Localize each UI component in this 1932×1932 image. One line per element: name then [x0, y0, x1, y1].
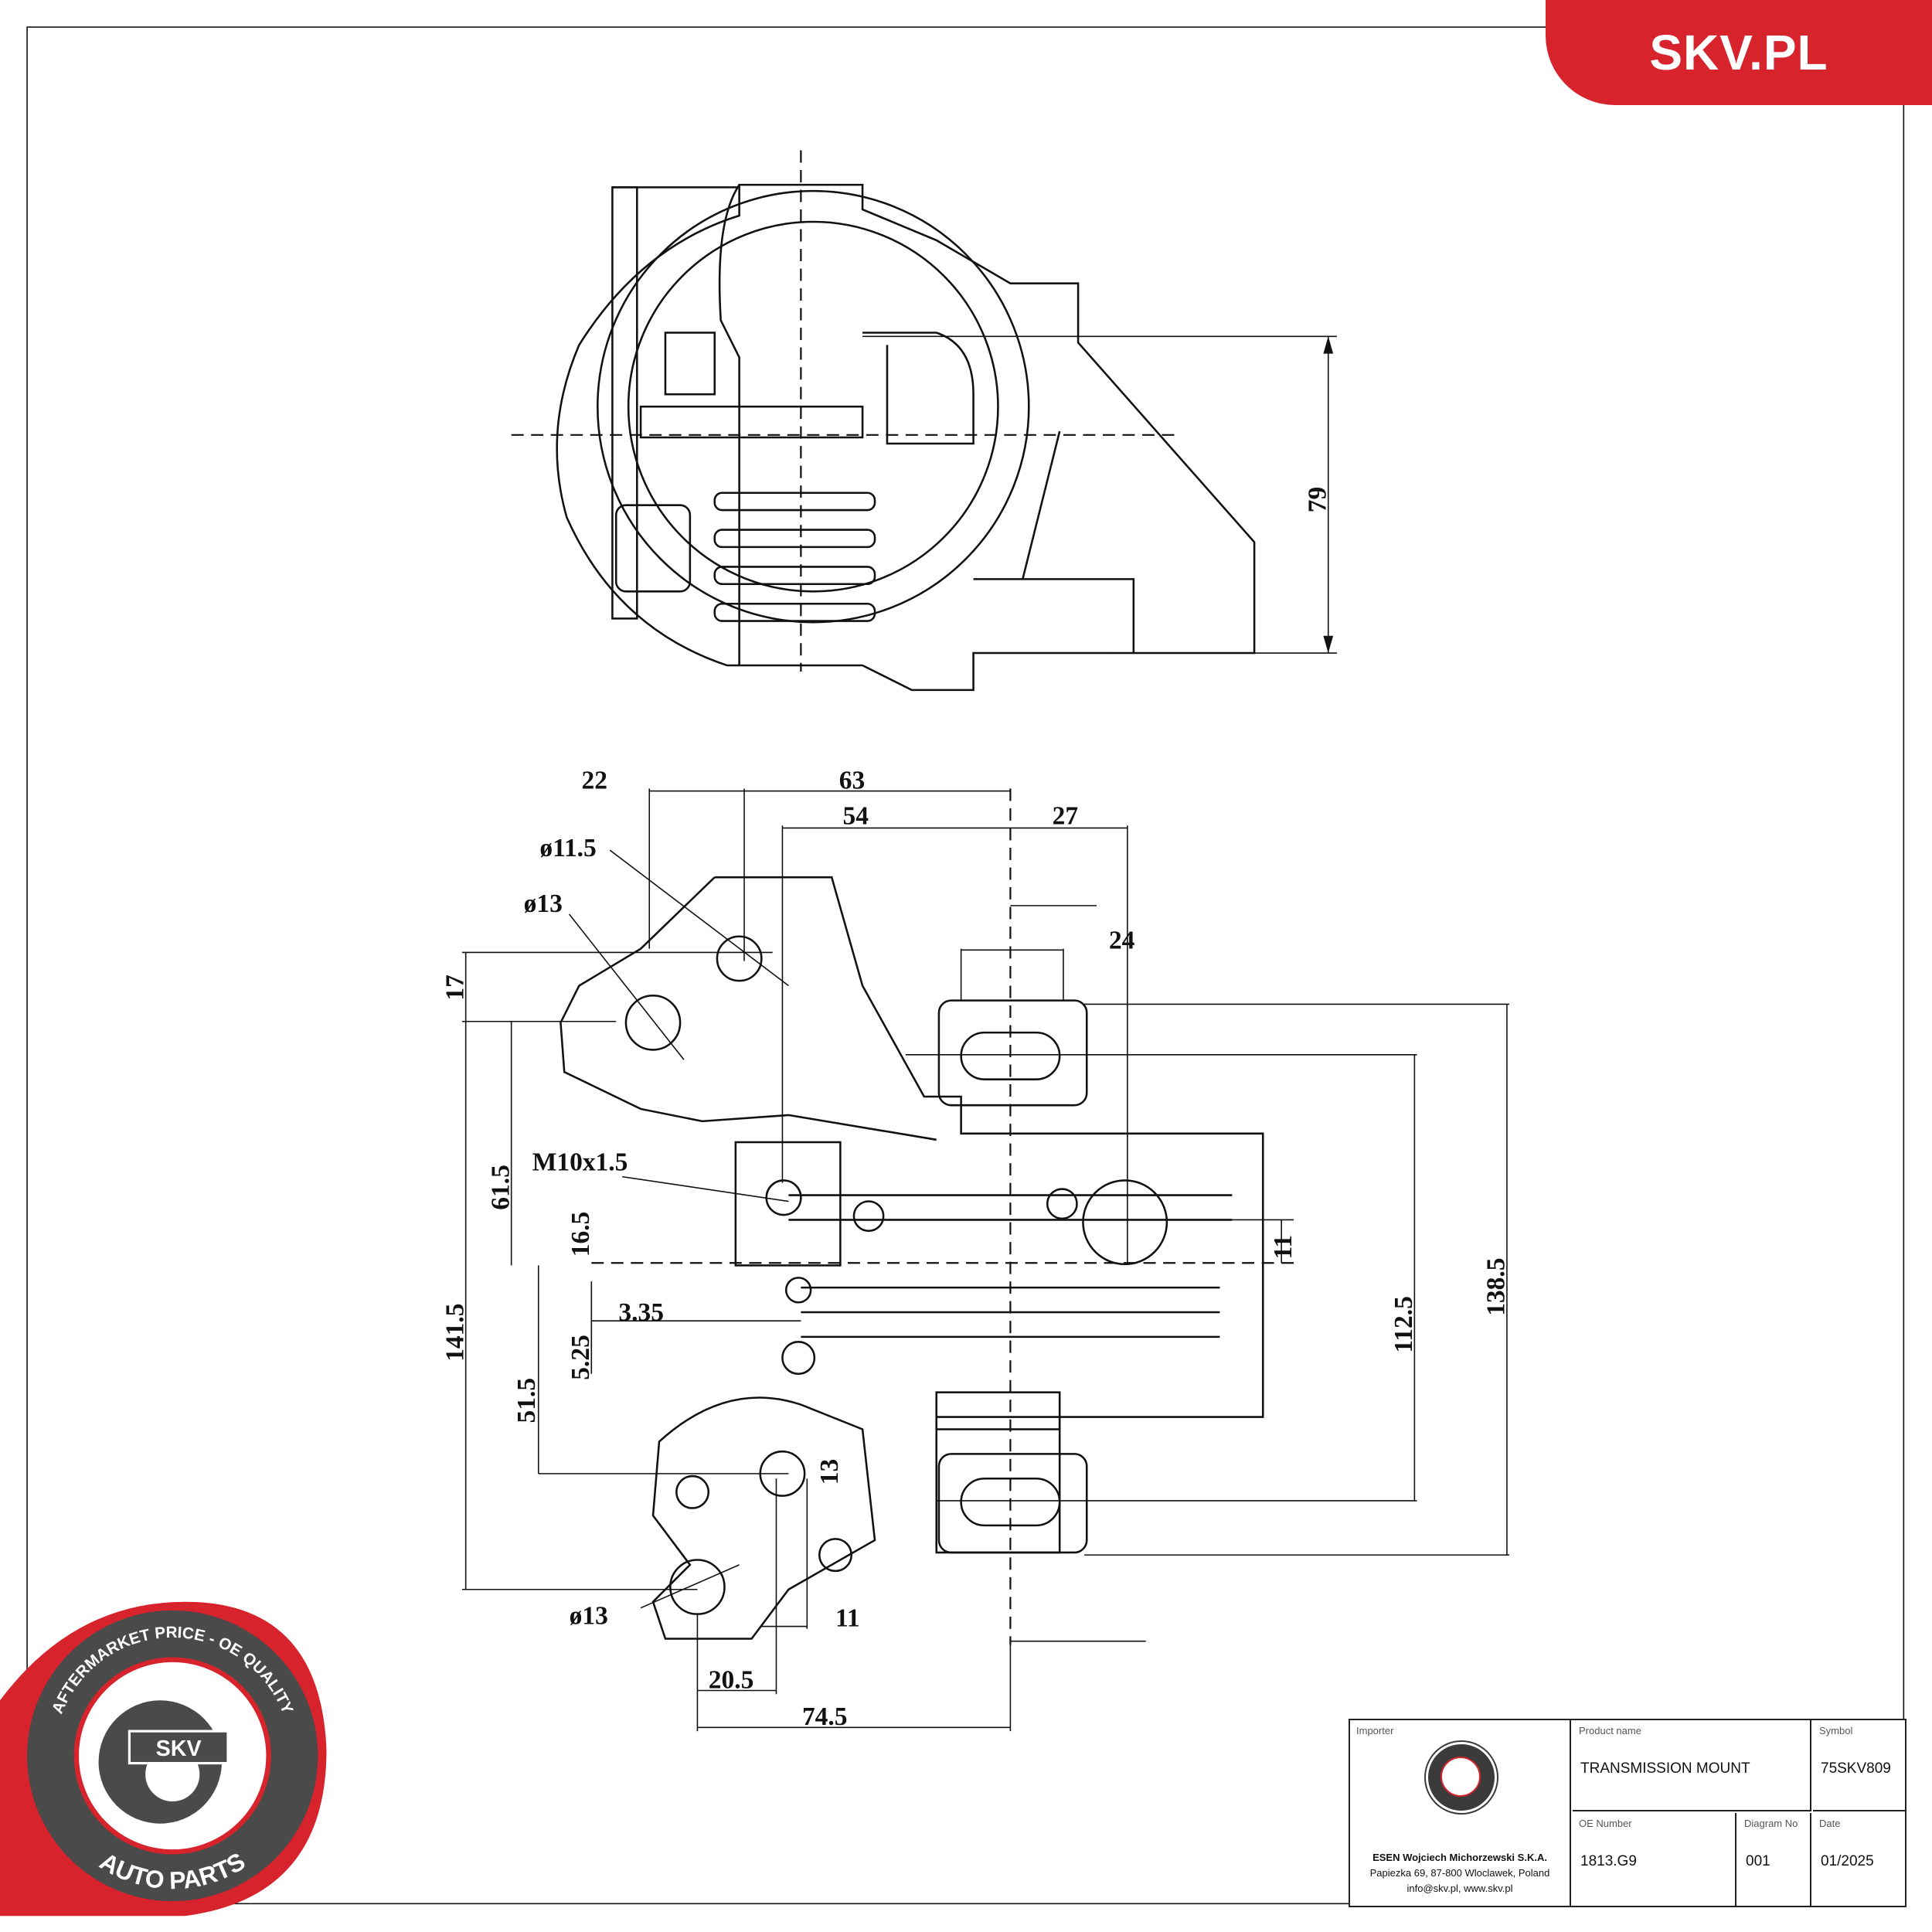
diagram-no-label: Diagram No [1744, 1818, 1798, 1829]
dim-11-right: 11 [1269, 1235, 1298, 1260]
diagram-no-cell: Diagram No 001 [1738, 1813, 1811, 1906]
top-view [511, 150, 1337, 692]
importer-contact: info@skv.pl, www.skv.pl [1406, 1883, 1513, 1894]
dim-22: 22 [582, 766, 607, 794]
dim-thread: M10x1.5 [532, 1148, 628, 1177]
dim-63: 63 [839, 766, 865, 794]
badge-center-text: SKV [156, 1736, 202, 1761]
symbol-label: Symbol [1819, 1725, 1853, 1736]
title-block: Importer ESEN Wojciech Michorzewski S.K.… [1349, 1719, 1906, 1907]
dim-54: 54 [843, 802, 869, 831]
product-name-label: Product name [1579, 1725, 1641, 1736]
dim-17: 17 [440, 975, 469, 1000]
dim-hole-13-bottom: ø13 [570, 1601, 608, 1630]
dim-hole-11-5: ø11.5 [539, 834, 596, 862]
sheet-frame [26, 26, 1905, 1905]
dim-hole-13-top: ø13 [524, 889, 563, 918]
front-view [461, 788, 1510, 1732]
skv-badge-logo: SKV AFTERMARKET PRICE - OE QUALITY AUTO … [0, 1601, 327, 1917]
date-label: Date [1819, 1818, 1841, 1829]
dim-51-5: 51.5 [512, 1378, 541, 1423]
date-cell: Date 01/2025 [1813, 1813, 1905, 1906]
importer-cell: Importer ESEN Wojciech Michorzewski S.K.… [1350, 1720, 1571, 1906]
dim-16-5: 16.5 [566, 1212, 595, 1257]
dim-5-25: 5.25 [566, 1335, 595, 1380]
dim-138-5: 138.5 [1482, 1257, 1511, 1315]
dim-24: 24 [1109, 927, 1135, 955]
dim-74-5: 74.5 [802, 1702, 848, 1731]
symbol: 75SKV809 [1821, 1760, 1891, 1777]
dim-27: 27 [1053, 802, 1078, 831]
date: 01/2025 [1821, 1853, 1874, 1869]
importer-address: Papiezka 69, 87-800 Wloclawek, Poland [1369, 1867, 1550, 1879]
dim-3-35: 3.35 [618, 1298, 664, 1327]
dim-11-bottom: 11 [835, 1604, 860, 1633]
importer-label: Importer [1356, 1725, 1394, 1736]
dim-112-5: 112.5 [1389, 1296, 1418, 1352]
oe-number-label: OE Number [1579, 1818, 1632, 1829]
dim-61-5: 61.5 [486, 1165, 515, 1210]
diagram-no: 001 [1746, 1853, 1770, 1869]
importer-logo [1426, 1742, 1497, 1813]
brand-logo: SKV.PL [1546, 0, 1932, 105]
importer-name: ESEN Wojciech Michorzewski S.K.A. [1372, 1852, 1547, 1863]
dim-20-5: 20.5 [709, 1665, 754, 1694]
dim-13: 13 [815, 1459, 844, 1485]
symbol-cell: Symbol 75SKV809 [1813, 1720, 1905, 1811]
product-name: TRANSMISSION MOUNT [1580, 1760, 1750, 1777]
oe-number-cell: OE Number 1813.G9 [1573, 1813, 1736, 1906]
oe-number: 1813.G9 [1580, 1853, 1637, 1869]
dim-141-5: 141.5 [440, 1303, 469, 1361]
dim-79: 79 [1304, 487, 1332, 512]
product-name-cell: Product name TRANSMISSION MOUNT [1573, 1720, 1811, 1811]
